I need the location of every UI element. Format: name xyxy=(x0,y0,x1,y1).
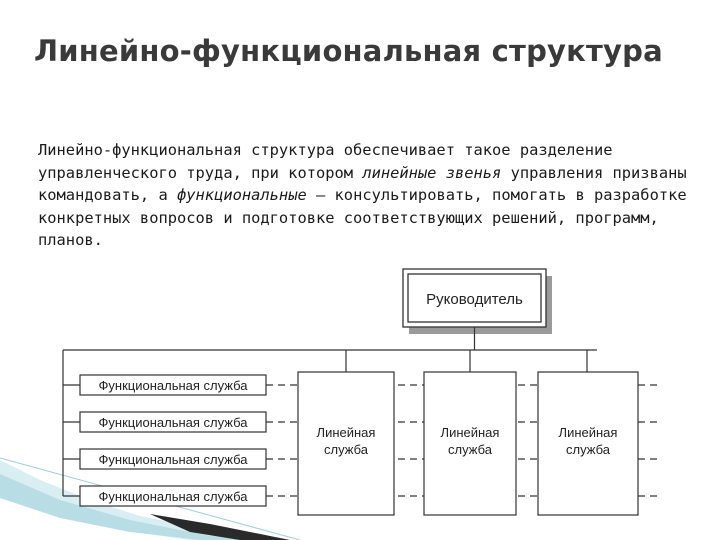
line-service-label-line1: Линейная xyxy=(559,425,618,440)
line-service-box xyxy=(297,371,395,516)
functional-service-box xyxy=(79,411,267,433)
line-service-label-line1: Линейная xyxy=(441,425,500,440)
line-service-1: Линейная служба xyxy=(297,371,395,516)
functional-service-label: Функциональная служба xyxy=(99,415,249,430)
head-label: Руководитель xyxy=(426,291,523,308)
body-text-part-2: управления призваны командовать, а xyxy=(38,163,687,205)
line-service-label-line2: служба xyxy=(566,442,611,457)
line-service-label-line2: служба xyxy=(448,442,493,457)
head-box-inner-frame xyxy=(407,273,542,323)
line-service-2: Линейная служба xyxy=(423,371,517,516)
body-text-part-3: — консультировать, помогать в разработке… xyxy=(38,186,687,249)
connector-lines xyxy=(62,327,597,497)
head-box: Руководитель xyxy=(402,268,552,334)
body-emphasis-functional: функциональные xyxy=(177,186,307,204)
body-text-part-1: Линейно-функциональная структура обеспеч… xyxy=(38,141,613,182)
slide-body-text: Линейно-функциональная структура обеспеч… xyxy=(38,139,698,252)
line-service-box xyxy=(537,371,639,516)
decorative-swoosh xyxy=(0,457,300,540)
functional-service-label: Функциональная служба xyxy=(99,452,249,467)
functional-service-label: Функциональная служба xyxy=(99,378,249,393)
functional-service-1: Функциональная служба xyxy=(79,374,267,396)
line-service-label-line2: служба xyxy=(324,442,369,457)
functional-service-box xyxy=(79,485,267,507)
functional-service-2: Функциональная служба xyxy=(79,411,267,433)
functional-service-4: Функциональная служба xyxy=(79,485,267,507)
line-service-3: Линейная служба xyxy=(537,371,639,516)
line-service-box xyxy=(423,371,517,516)
functional-service-label: Функциональная служба xyxy=(99,489,249,504)
functional-service-box xyxy=(79,448,267,470)
slide-title: Линейно-функциональная структура xyxy=(34,34,663,68)
line-service-label-line1: Линейная xyxy=(317,425,376,440)
functional-service-3: Функциональная служба xyxy=(79,448,267,470)
functional-service-box xyxy=(79,374,267,396)
body-emphasis-linear-units: линейные звенья xyxy=(362,163,502,182)
